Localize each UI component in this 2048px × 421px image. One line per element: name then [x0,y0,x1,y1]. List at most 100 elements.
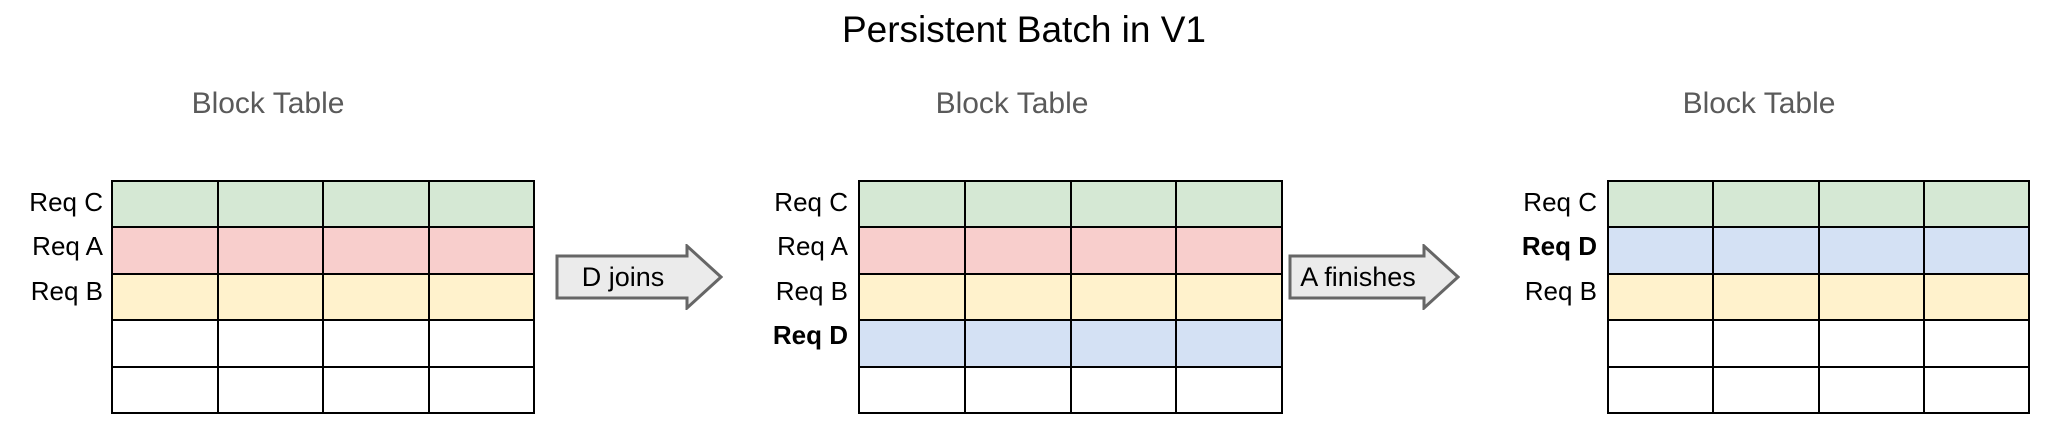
block-cell [963,365,1072,414]
block-cell [1606,272,1715,322]
row-label: Req C [1523,187,1597,217]
table-row [1606,179,2031,229]
block-cell [1606,319,1715,368]
table-row [858,226,1283,275]
table-row [111,226,535,275]
table-row [1606,272,2031,322]
block-cell [111,272,219,322]
block-cell [1817,365,1925,414]
block-table-heading: Block Table [1682,87,1836,120]
block-cell [1069,272,1178,322]
block-table-grid [858,179,1283,414]
block-cell [216,319,324,368]
row-label-column: Req C Req A Req B Req D [740,180,848,402]
row-label: Req B [1524,275,1597,306]
table-row [111,272,535,322]
row-label: Req D [1521,231,1597,262]
block-cell [1817,226,1925,275]
block-cell [963,319,1072,368]
block-cell [963,179,1072,229]
page-title: Persistent Batch in V1 [841,9,1207,50]
block-table-grid [1606,179,2031,414]
block-cell [1712,365,1820,414]
block-cell [1175,226,1283,275]
block-cell [1817,319,1925,368]
block-cell [322,179,430,229]
table-row [111,319,535,368]
block-cell [322,272,430,322]
block-cell [1922,272,2031,322]
block-cell [1922,319,2031,368]
block-cell [1922,179,2031,229]
table-row [1606,365,2031,414]
row-label: Req C [774,187,848,217]
table-row [858,272,1283,322]
block-table-heading: Block Table [191,87,345,120]
block-cell [1069,365,1178,414]
block-cell [1069,179,1178,229]
block-cell [1069,226,1178,275]
block-cell [427,226,535,275]
row-label-column: Req C Req A Req B [0,180,103,402]
block-cell [1922,226,2031,275]
table-row [858,179,1283,229]
block-cell [322,365,430,414]
row-label-empty [1487,358,1597,402]
block-cell [216,365,324,414]
block-cell [1606,226,1715,275]
block-cell [1712,226,1820,275]
block-cell [1069,319,1178,368]
row-label: Req B [775,275,848,306]
row-label-empty [0,358,103,402]
block-cell [427,365,535,414]
table-row [111,365,535,414]
block-cell [111,226,219,275]
block-cell [216,226,324,275]
row-label: Req B [30,275,103,306]
table-row [858,365,1283,414]
transition-arrow-d-joins: D joins [555,244,723,310]
row-label-empty [740,358,848,402]
block-arrow-icon [1288,244,1460,310]
block-cell [1606,365,1715,414]
table-row [1606,319,2031,368]
block-table-group-1: Block Table Req C Req A Req B [0,0,536,421]
block-cell [963,272,1072,322]
block-cell [216,179,324,229]
block-table-grid [111,179,535,414]
row-label-column: Req C Req D Req B [1487,180,1597,402]
block-cell [1922,365,2031,414]
block-cell [1712,179,1820,229]
row-label: Req A [777,231,848,262]
row-label-empty [0,313,103,357]
block-cell [111,319,219,368]
block-cell [216,272,324,322]
row-label: Req A [32,231,103,262]
block-cell [111,179,219,229]
block-cell [1175,365,1283,414]
block-cell [1175,319,1283,368]
block-cell [858,226,966,275]
block-cell [1712,272,1820,322]
block-cell [427,179,535,229]
row-label-empty [1487,313,1597,357]
block-cell [111,365,219,414]
block-cell [1817,272,1925,322]
block-cell [963,226,1072,275]
block-cell [1817,179,1925,229]
block-cell [1175,272,1283,322]
block-cell [858,365,966,414]
block-table-group-3: Block Table Req C Req D Req B [1487,0,2031,421]
block-cell [1175,179,1283,229]
row-label: Req C [29,187,103,217]
block-cell [1712,319,1820,368]
block-cell [858,319,966,368]
block-cell [1606,179,1715,229]
table-row [1606,226,2031,275]
block-arrow-icon [555,244,723,310]
table-row [858,319,1283,368]
block-cell [322,226,430,275]
row-label: Req D [772,320,848,351]
block-cell [858,179,966,229]
